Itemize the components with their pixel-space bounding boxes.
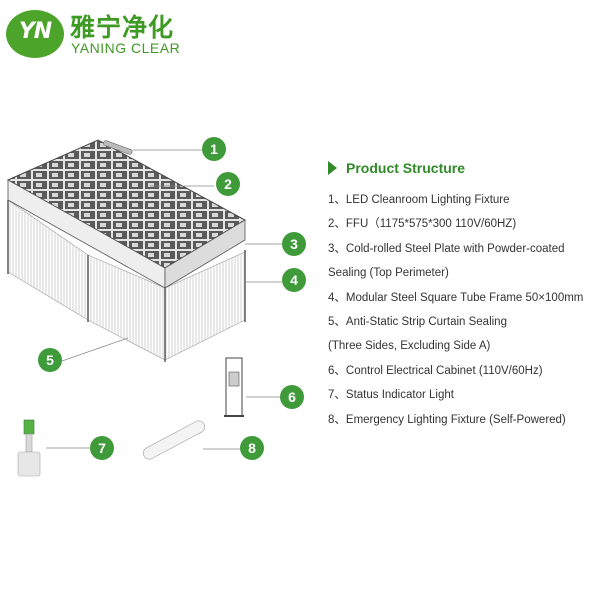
status-indicator-light (17, 419, 41, 477)
list-item: Sealing (Top Perimeter) (328, 267, 449, 280)
callout-1: 1 (202, 137, 226, 161)
cleanroom-diagram (6, 139, 282, 477)
callout-4: 4 (282, 268, 306, 292)
led-light-fixture (103, 140, 133, 155)
callout-6: 6 (280, 385, 304, 409)
logo-mark-text: YN (18, 19, 52, 44)
brand-name-cn: 雅宁净化 (70, 13, 175, 42)
top-perimeter-right (164, 219, 246, 289)
list-item: 8、Emergency Lighting Fixture (Self-Power… (328, 413, 566, 426)
list-item: 2、FFU（1175*575*300 110V/60HZ) (328, 218, 517, 231)
control-cabinet (224, 357, 244, 417)
brand-logo: YN 雅宁净化 YANING CLEAR (4, 6, 204, 62)
list-item: 3、Cold-rolled Steel Plate with Powder-co… (328, 242, 565, 255)
list-item: 6、Control Electrical Cabinet (110V/60Hz) (328, 364, 543, 377)
list-item: 5、Anti-Static Strip Curtain Sealing (328, 316, 507, 329)
callout-5: 5 (38, 348, 62, 372)
callout-3: 3 (282, 232, 306, 256)
section-title-text: Product Structure (346, 160, 466, 176)
callout-7: 7 (90, 436, 114, 460)
emergency-lighting-fixture (142, 420, 206, 460)
brand-name-en: YANING CLEAR (71, 40, 181, 56)
logo-mark-icon: YN (6, 10, 64, 58)
section-title: Product Structure (328, 160, 465, 176)
list-item: (Three Sides, Excluding Side A) (328, 340, 491, 353)
list-item: 1、LED Cleanroom Lighting Fixture (328, 194, 510, 206)
list-item: 7、Status Indicator Light (328, 389, 454, 402)
callout-2: 2 (216, 172, 240, 196)
list-item: 4、Modular Steel Square Tube Frame 50×100… (328, 291, 584, 304)
section-arrow-icon (328, 161, 337, 175)
callout-8: 8 (240, 436, 264, 460)
structure-list: 1、LED Cleanroom Lighting Fixture 2、FFU（1… (328, 188, 600, 432)
leader-lines (46, 149, 282, 450)
